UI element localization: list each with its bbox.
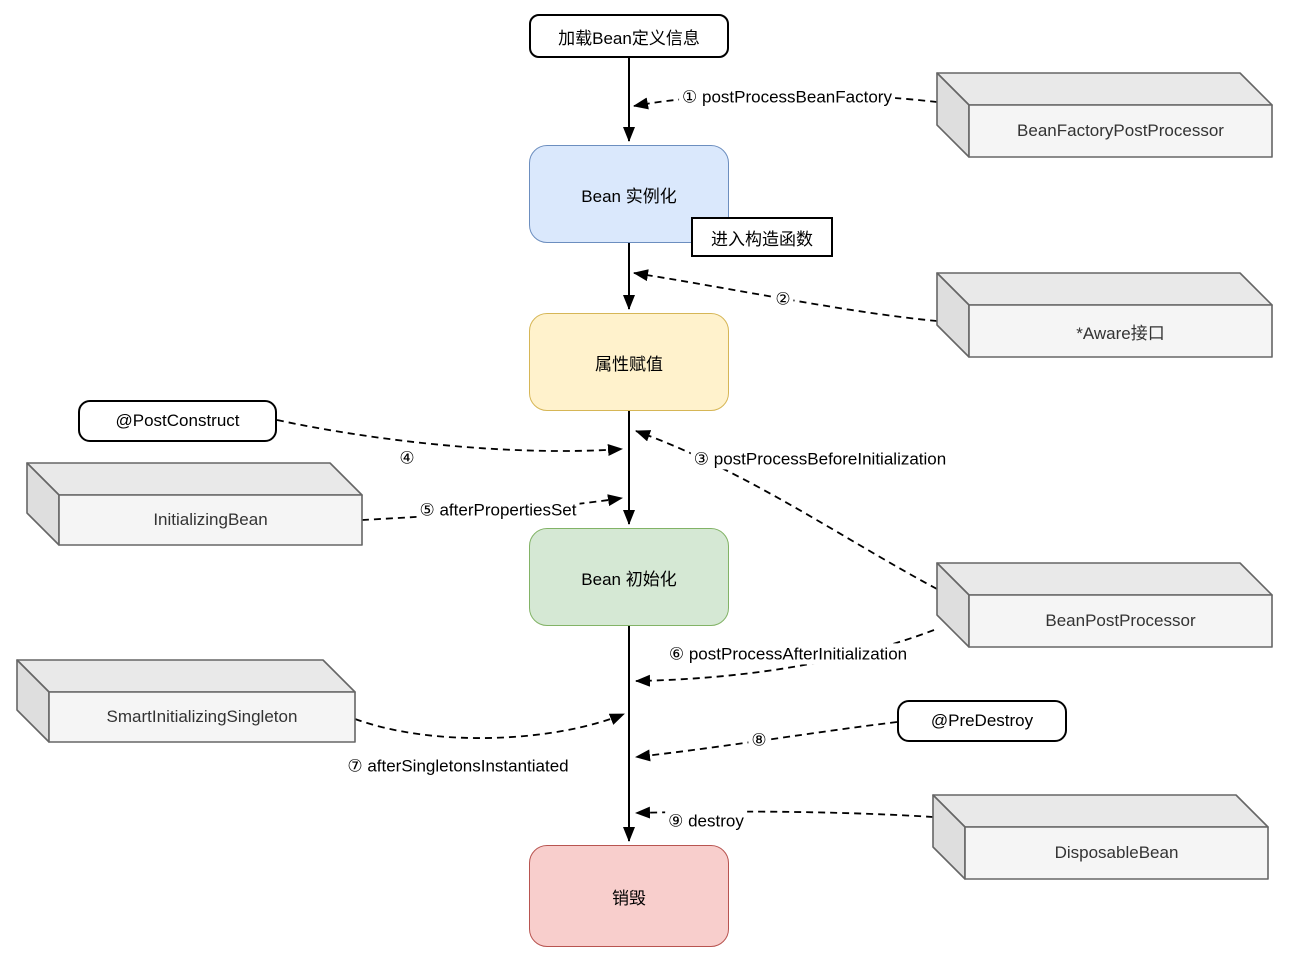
cube-bean-factory-post-processor bbox=[936, 72, 1273, 158]
cube-bean-post-processor bbox=[936, 562, 1273, 648]
connector-step7 bbox=[354, 713, 625, 739]
connector-step3 bbox=[635, 430, 938, 590]
connector-step8 bbox=[635, 721, 898, 762]
connector-step5 bbox=[361, 494, 623, 521]
node-property-assignment-label: 属性赋值 bbox=[595, 354, 663, 374]
cube-disposable-bean bbox=[932, 794, 1269, 880]
cube-initializing-bean bbox=[26, 462, 363, 546]
edge-label-step4: ④ bbox=[396, 447, 418, 469]
node-pre-destroy: @PreDestroy bbox=[897, 700, 1067, 742]
node-bean-initialization: Bean 初始化 bbox=[529, 528, 729, 626]
node-property-assignment: 属性赋值 bbox=[529, 313, 729, 411]
cube-aware-interface-label: *Aware接口 bbox=[1076, 323, 1165, 343]
connector-step4 bbox=[276, 419, 623, 456]
node-load-bean-definition: 加载Bean定义信息 bbox=[529, 14, 729, 58]
cube-bean-post-processor-label: BeanPostProcessor bbox=[1045, 611, 1196, 630]
edge-label-step3: ③ postProcessBeforeInitialization bbox=[690, 448, 950, 470]
connector-step1 bbox=[633, 93, 938, 110]
node-bean-instantiation: Bean 实例化 bbox=[529, 145, 729, 243]
node-enter-constructor: 进入构造函数 bbox=[691, 217, 833, 257]
node-bean-initialization-label: Bean 初始化 bbox=[581, 569, 677, 589]
connector-step6 bbox=[635, 629, 935, 687]
node-pre-destroy-label: @PreDestroy bbox=[930, 711, 1034, 730]
cube-smart-initializing-singleton bbox=[16, 659, 356, 743]
cube-aware-interface bbox=[936, 272, 1273, 358]
node-bean-instantiation-label: Bean 实例化 bbox=[581, 186, 677, 206]
edge-label-step1: ① postProcessBeanFactory bbox=[679, 86, 895, 108]
node-enter-constructor-label: 进入构造函数 bbox=[711, 229, 813, 249]
node-post-construct-label: @PostConstruct bbox=[115, 411, 240, 430]
node-load-bean-definition-label: 加载Bean定义信息 bbox=[558, 28, 700, 48]
node-post-construct: @PostConstruct bbox=[78, 400, 277, 442]
node-destruction: 销毁 bbox=[529, 845, 729, 947]
cube-smart-initializing-singleton-label: SmartInitializingSingleton bbox=[106, 707, 298, 726]
cube-initializing-bean-label: InitializingBean bbox=[153, 510, 268, 529]
edge-label-step5: ⑤ afterPropertiesSet bbox=[416, 499, 580, 521]
edge-label-step8: ⑧ bbox=[748, 729, 770, 751]
node-destruction-label: 销毁 bbox=[612, 888, 646, 908]
edge-label-step2: ② bbox=[772, 288, 794, 310]
cube-disposable-bean-label: DisposableBean bbox=[1054, 842, 1179, 862]
edge-label-step6: ⑥ postProcessAfterInitialization bbox=[665, 643, 911, 665]
edge-label-step9: ⑨ destroy bbox=[665, 810, 747, 832]
cube-bean-factory-post-processor-label: BeanFactoryPostProcessor bbox=[1017, 121, 1224, 140]
edge-label-step7: ⑦ afterSingletonsInstantiated bbox=[344, 755, 572, 777]
